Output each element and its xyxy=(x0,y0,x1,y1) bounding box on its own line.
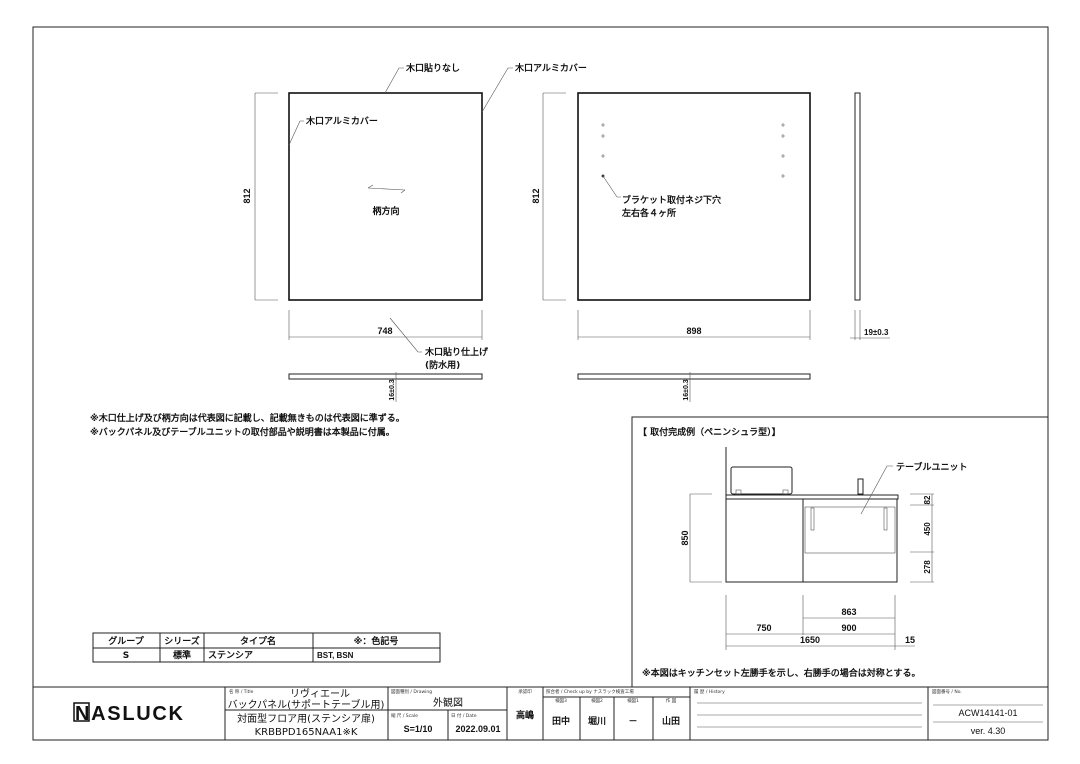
dim-900: 900 xyxy=(841,623,856,633)
dim-863: 863 xyxy=(841,607,856,617)
dim-height: 812 xyxy=(242,188,252,203)
table-header: シリーズ xyxy=(164,635,200,647)
screw-hole-marks xyxy=(601,123,785,178)
checker-name: 堀川 xyxy=(588,715,606,727)
table-cell: ステンシア xyxy=(208,650,253,661)
countertop xyxy=(725,494,899,500)
note-line-1: ※木口仕上げ及び柄方向は代表図に記載し、記載無きものは代表図に準ずる。 xyxy=(90,412,405,424)
grain-direction-label: 柄方向 xyxy=(372,205,399,217)
leader-line xyxy=(288,120,304,146)
date-value: 2022.09.01 xyxy=(455,724,500,734)
front-panel-view: 812 748 木口貼りなし 木口アルミカバー 木口アルミカバー 柄方向 木口貼… xyxy=(242,62,587,402)
leader-line xyxy=(602,175,621,198)
sink xyxy=(730,466,793,495)
table-unit-label: テーブルユニット xyxy=(896,461,967,473)
table-cell: BST, BSN xyxy=(317,651,354,660)
dim-side-thickness: 19±0.3 xyxy=(864,328,889,337)
approval-caption: 承認印 xyxy=(518,688,532,695)
dim-82: 82 xyxy=(923,495,932,504)
grain-direction-arrow-icon xyxy=(367,184,406,194)
table-header: ※：色記号 xyxy=(354,635,399,647)
back-panel-outline xyxy=(577,92,811,301)
table-cell: 標準 xyxy=(173,649,191,661)
dim-width: 898 xyxy=(686,326,701,336)
number-caption: 図面番号 / No. xyxy=(932,688,962,695)
scale-value: S=1/10 xyxy=(404,724,433,734)
label-edge-top: 木口貼りなし xyxy=(405,62,460,74)
approver-name: 高嶋 xyxy=(516,709,534,721)
dim-15: 15 xyxy=(905,635,915,645)
checker-name: － xyxy=(628,717,637,727)
dim-thickness: 16±0.3 xyxy=(389,379,396,400)
check-col-header: 作 図 xyxy=(666,697,677,704)
spec-table: グループ シリーズ タイプ名 ※：色記号 S 標準 ステンシア BST, BSN xyxy=(92,632,441,663)
side-panel-outline xyxy=(854,92,861,301)
dim-height: 812 xyxy=(531,188,541,203)
faucet xyxy=(857,478,864,495)
label-screw-holes-count: 左右各４ヶ所 xyxy=(621,207,676,219)
front-panel-outline xyxy=(288,92,483,301)
version: ver. 4.30 xyxy=(971,726,1006,736)
leader-line xyxy=(481,67,513,113)
left-cabinet xyxy=(725,498,804,583)
title-caption: 名 称 / Title xyxy=(229,688,254,695)
checker-name: 田中 xyxy=(552,715,570,727)
note-line-2: ※バックパネル及びテーブルユニットの取付部品や説明書は本製品に付属。 xyxy=(90,426,395,438)
title-line-1: リヴィエール xyxy=(290,687,350,700)
drawing-caption: 図面種別 / Drawing xyxy=(391,688,432,695)
title-line-3: 対面型フロア用(ステンシア扉) xyxy=(237,712,375,725)
inset-note: ※本図はキッチンセット左勝手を示し、右勝手の場合は対称とする。 xyxy=(642,667,920,679)
drawing-number: ACW14141-01 xyxy=(958,708,1017,718)
front-panel-bottom-view xyxy=(288,373,483,380)
inset-title: 【 取付完成例（ペニンシュラ型）】 xyxy=(638,426,781,438)
check-caption: 照合者 / Check up by ナスラック検査工場 xyxy=(546,688,634,695)
history-caption: 履 歴 / History xyxy=(694,689,725,695)
sheet-frame xyxy=(32,26,1049,741)
label-screw-holes: ブラケット取付ネジ下穴 xyxy=(622,194,721,206)
back-panel-view: 812 898 ブラケット取付ネジ下穴 左右各４ヶ所 16±0.3 xyxy=(531,92,811,402)
leader-line xyxy=(384,67,404,94)
nasluck-logo: NASLUCK xyxy=(73,702,184,725)
leader-line xyxy=(389,317,422,353)
label-edge-bottom: 木口貼り仕上げ xyxy=(424,346,489,358)
leader-line xyxy=(860,465,893,515)
check-col-header: 検図2 xyxy=(591,697,603,704)
checker-name: 山田 xyxy=(662,715,680,727)
drawing-type: 外観図 xyxy=(433,696,463,709)
table-header: グループ xyxy=(108,635,144,647)
dim-850: 850 xyxy=(680,530,690,545)
model-number: KRBBPD165NAA1※K xyxy=(255,727,358,738)
dim-width: 748 xyxy=(377,326,392,336)
title-line-2: バックパネル(サポートテーブル用) xyxy=(228,698,385,711)
check-col-header: 検図1 xyxy=(627,697,639,704)
scale-caption: 縮 尺 / Scale xyxy=(391,712,418,719)
dim-thickness: 16±0.3 xyxy=(683,379,690,400)
svg-text:NASLUCK: NASLUCK xyxy=(75,703,184,725)
label-edge-left: 木口アルミカバー xyxy=(305,115,378,127)
label-edge-right: 木口アルミカバー xyxy=(514,62,587,74)
title-block: NASLUCK 名 称 / Title リヴィエール バックパネル(サポートテー… xyxy=(33,686,1048,740)
table-header: タイプ名 xyxy=(240,635,276,647)
side-panel-view: 19±0.3 xyxy=(850,92,890,340)
check-col-header: 検図3 xyxy=(555,697,567,704)
right-cabinet xyxy=(802,498,898,583)
installation-example-inset: 【 取付完成例（ペニンシュラ型）】 テーブルユニット 850 82 450 27… xyxy=(631,416,1048,687)
table-unit xyxy=(804,506,896,554)
date-caption: 日 付 / Date xyxy=(451,712,477,719)
dim-450: 450 xyxy=(923,522,932,536)
dim-750: 750 xyxy=(756,623,771,633)
table-cell: S xyxy=(123,651,129,661)
back-panel-bottom-view xyxy=(577,373,811,380)
dim-1650: 1650 xyxy=(800,635,820,645)
dim-278: 278 xyxy=(923,560,932,574)
label-edge-bottom-sub: (防水用) xyxy=(425,359,460,371)
